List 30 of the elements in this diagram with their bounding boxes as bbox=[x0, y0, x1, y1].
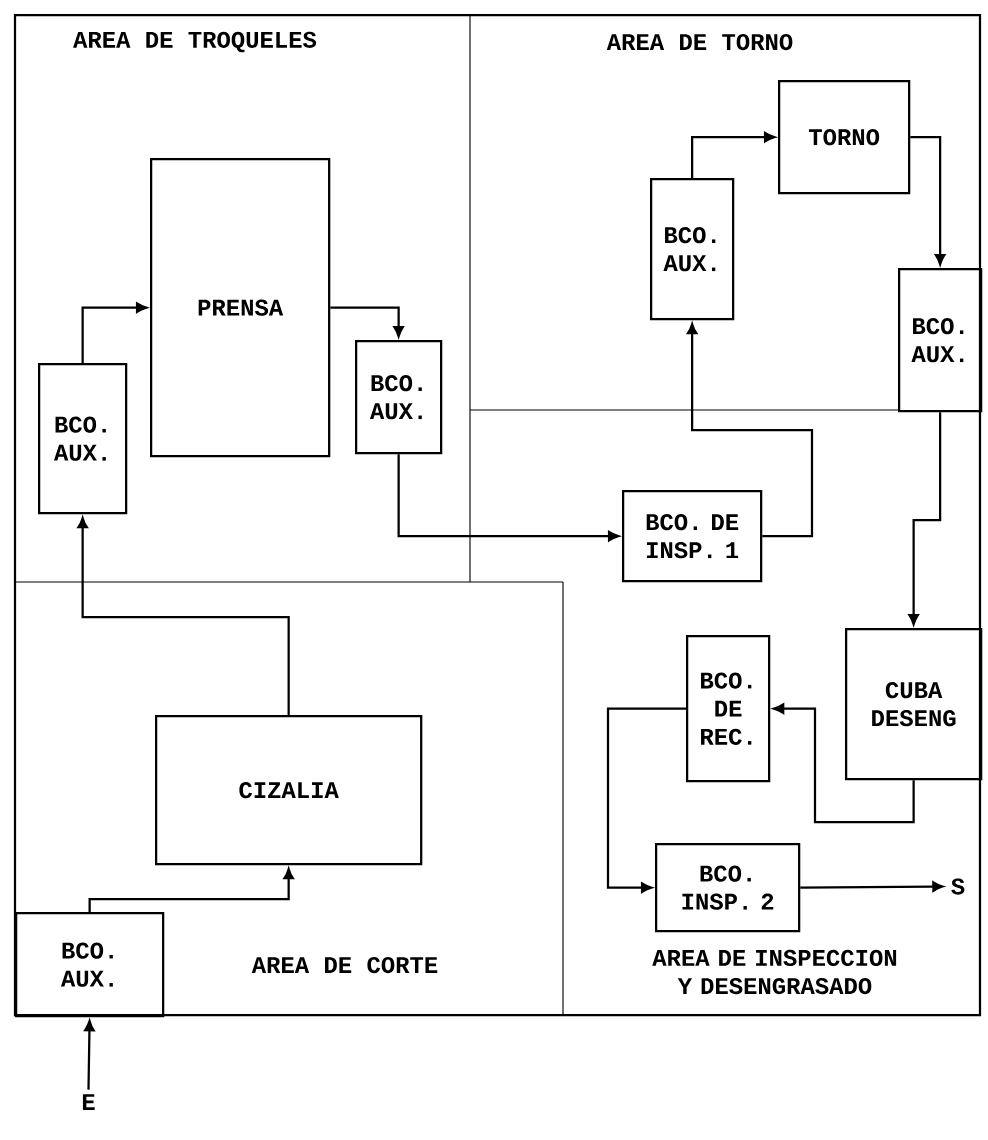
station-box: BCO. DE REC. bbox=[686, 635, 771, 783]
flow-arrow bbox=[84, 1020, 95, 1090]
station-box: BCO. AUX. bbox=[650, 178, 735, 321]
flow-arrow bbox=[606, 707, 686, 893]
flow-arrow bbox=[691, 131, 776, 178]
area-label: AREA DE CORTE bbox=[251, 956, 438, 974]
station-box: BCO. AUX. bbox=[355, 340, 443, 455]
station-box: BCO. AUX. bbox=[15, 912, 165, 1018]
station-box: BCO. AUX. bbox=[38, 363, 128, 515]
station-box: BCO. DE INSP. 1 bbox=[622, 490, 763, 583]
station-box: CIZALIA bbox=[155, 715, 423, 866]
flow-arrow bbox=[686, 323, 814, 538]
flow-arrow bbox=[397, 454, 620, 542]
flow-arrow bbox=[910, 136, 946, 266]
flow-arrow bbox=[773, 703, 915, 824]
station-box: TORNO bbox=[778, 80, 911, 195]
flow-arrow bbox=[908, 412, 942, 626]
area-label: AREA DE TORNO bbox=[606, 33, 793, 51]
flow-arrow bbox=[77, 517, 290, 715]
flow-arrow bbox=[81, 302, 148, 363]
flow-arrow bbox=[330, 306, 404, 338]
endpoint-label: E bbox=[82, 1094, 95, 1110]
flow-arrow bbox=[88, 868, 294, 912]
area-label: AREA DE TROQUELES bbox=[73, 31, 317, 53]
station-box: BCO. AUX. bbox=[898, 268, 983, 413]
station-box: PRENSA bbox=[150, 158, 331, 458]
flow-arrow bbox=[800, 881, 944, 892]
endpoint-label: S bbox=[951, 878, 965, 895]
station-box: CUBA DESENG bbox=[845, 628, 983, 781]
station-box: BCO. INSP. 2 bbox=[655, 843, 801, 933]
